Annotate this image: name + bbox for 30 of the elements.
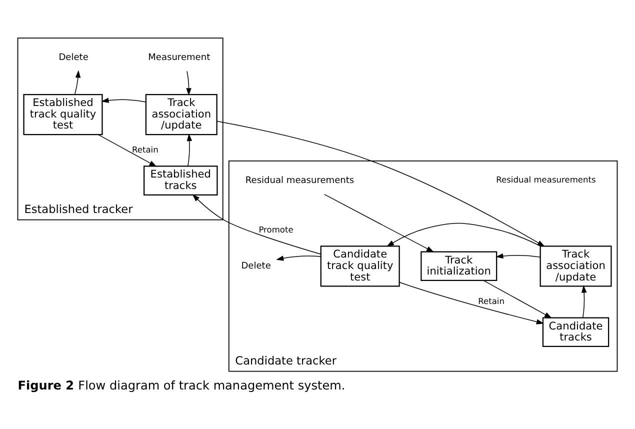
arrow — [192, 194, 321, 255]
arrow — [483, 280, 552, 318]
arrow — [74, 70, 81, 95]
arrow — [324, 194, 434, 252]
node-text: Delete — [241, 261, 271, 272]
edge-label: Residual measurements — [245, 176, 354, 186]
arrow — [216, 120, 545, 247]
node-box: Track association /update — [145, 94, 218, 136]
node-box: Established track quality test — [23, 94, 103, 136]
caption: Figure 2 Flow diagram of track management system. — [18, 378, 346, 392]
node-text: Measurement — [148, 52, 210, 63]
node-box: Established tracks — [144, 166, 218, 196]
node-box: Candidate track quality test — [320, 246, 400, 287]
node-text: Delete — [58, 52, 88, 63]
arrow — [386, 222, 541, 247]
arrow — [186, 70, 192, 96]
arrow — [581, 285, 587, 318]
edge-label: Retain — [478, 296, 504, 306]
node-text: Residual measurements — [496, 174, 596, 185]
arrow — [399, 282, 544, 324]
arrow — [496, 253, 541, 259]
arrow — [98, 134, 157, 167]
arrow — [186, 134, 192, 167]
edge-label: Retain — [132, 144, 158, 155]
node-box: Track initialization — [420, 251, 498, 282]
arrow — [101, 98, 146, 103]
arrow — [276, 256, 321, 261]
edge-label: Promote — [258, 224, 294, 234]
node-box: Candidate tracks — [542, 317, 610, 348]
node-box: Track association /update — [540, 246, 612, 287]
